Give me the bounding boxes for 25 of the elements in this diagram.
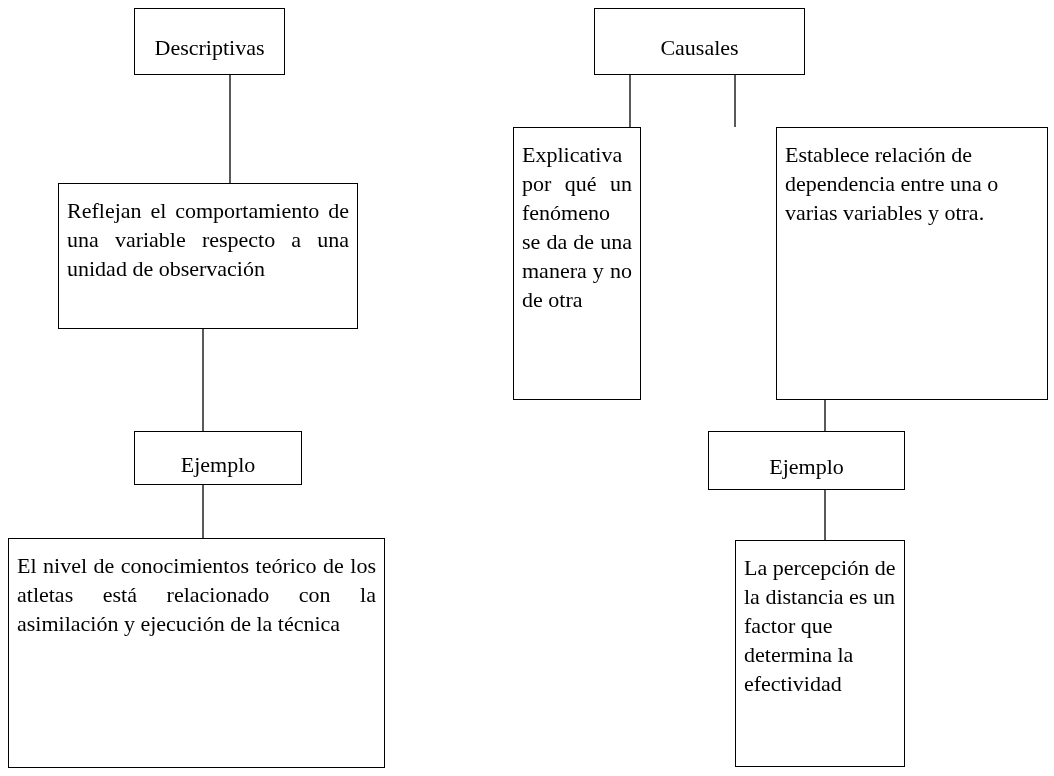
box-text: Ejemplo — [180, 450, 256, 479]
text-box — [134, 8, 285, 75]
box-text: Causales — [660, 34, 739, 62]
connector-line — [629, 74, 631, 128]
box-text: Explicativa por qué un fenómeno se da de una manera y no de otra — [522, 141, 632, 314]
text-box — [134, 431, 302, 485]
connector-line — [824, 399, 826, 432]
text-box — [58, 183, 358, 329]
text-box — [594, 8, 805, 75]
box-text: La percepción de la distancia es un factor que determina la efectividad — [744, 554, 896, 698]
connector-line — [202, 484, 204, 539]
connector-line — [229, 74, 231, 184]
connector-line — [824, 489, 826, 541]
text-box — [8, 538, 385, 768]
box-text: Establece relación de dependencia entre una o varias variables y otra. — [785, 141, 1000, 227]
text-box — [735, 540, 905, 767]
box-text: El nivel de conocimientos teórico de los atletas está relacionado con la asimilación y ejecución de la técnica — [17, 552, 376, 638]
connector-line — [202, 328, 204, 432]
box-text: Reflejan el comportamiento de una variable respecto a una unidad de observación — [67, 197, 349, 283]
text-box — [708, 431, 905, 490]
box-text: Descriptivas — [154, 34, 265, 62]
text-box — [776, 127, 1048, 400]
connector-line — [734, 74, 736, 128]
box-text: Ejemplo — [769, 453, 844, 481]
text-box — [513, 127, 641, 400]
